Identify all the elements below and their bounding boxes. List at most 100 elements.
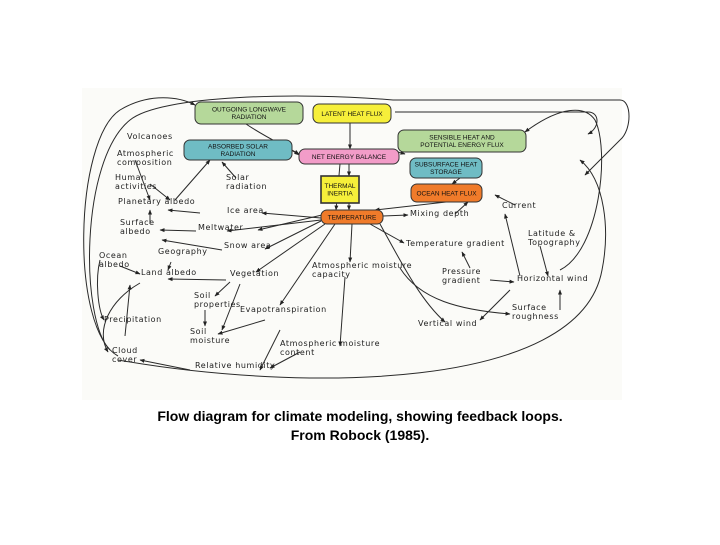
- connector-arrow: [399, 267, 511, 316]
- connector-arrow: [489, 279, 515, 284]
- label-human-activities: Human: [115, 173, 147, 182]
- connector-arrow: [454, 201, 469, 215]
- connector-arrow: [269, 351, 301, 369]
- label-vertical-wind: Vertical wind: [418, 319, 477, 328]
- connector-arrow: [479, 289, 511, 321]
- label-surface-roughness: Surface: [512, 303, 547, 312]
- connector-arrow: [374, 201, 447, 212]
- box-label: RADIATION: [221, 151, 256, 158]
- connector-arrow: [451, 177, 461, 185]
- connector-arrow: [382, 213, 409, 218]
- label-volcanoes: Volcanoes: [127, 132, 173, 141]
- box-label: OCEAN HEAT FLUX: [416, 190, 477, 197]
- connector-arrow: [494, 194, 516, 206]
- connector-arrow: [167, 208, 201, 214]
- label-evapotranspiration: Evapotranspiration: [240, 305, 327, 314]
- box-shape: [298, 148, 400, 165]
- connector-arrow: [159, 228, 197, 233]
- label-ocean-albedo: Ocean: [99, 251, 128, 260]
- label-human-activities: activities: [115, 182, 157, 191]
- box-shape: [320, 175, 360, 204]
- label-precipitation: Precipitation: [104, 315, 162, 324]
- label-vegetation: Vegetation: [230, 269, 279, 278]
- label-surface-albedo: albedo: [120, 227, 151, 236]
- label-solar-radiation: radiation: [226, 182, 267, 191]
- label-cloud-cover: cover: [112, 355, 137, 364]
- box-label: LATENT HEAT FLUX: [321, 111, 383, 118]
- figure-caption-line2: From Robock (1985).: [290, 427, 430, 443]
- box-shape: [409, 157, 483, 179]
- connector-arrow: [504, 213, 521, 277]
- label-current: Current: [502, 201, 536, 210]
- label-geography: Geography: [158, 247, 208, 256]
- label-surface-albedo: Surface: [120, 218, 155, 227]
- box-ocean-heat: OCEAN HEAT FLUX: [410, 183, 483, 203]
- figure-caption-line1: Flow diagram for climate modeling, showi…: [157, 408, 563, 424]
- box-label: SENSIBLE HEAT AND: [429, 135, 495, 142]
- label-atm-moisture-capacity: Atmospheric moisture: [312, 261, 412, 270]
- label-land-albedo: Land albedo: [141, 268, 197, 277]
- connector-arrow: [124, 284, 132, 337]
- box-shape: [312, 103, 392, 124]
- label-cloud-cover: Cloud: [112, 346, 138, 355]
- box-label: INERTIA: [327, 191, 353, 198]
- box-shape: [183, 139, 293, 161]
- connector-arrow: [524, 109, 603, 271]
- connector-arrow: [226, 219, 322, 233]
- label-latitude-topography: Topography: [527, 238, 581, 247]
- label-temperature-gradient: Temperature gradient: [405, 239, 505, 248]
- box-label: THERMAL: [324, 183, 355, 190]
- connector-arrow: [167, 277, 227, 282]
- connector-arrow: [461, 251, 471, 269]
- box-label: RADIATION: [232, 114, 267, 121]
- connector-arrow: [397, 150, 406, 155]
- connector-arrow: [139, 358, 191, 371]
- label-surface-roughness: roughness: [512, 312, 559, 321]
- connector-arrow: [217, 319, 266, 335]
- box-shape: [320, 209, 384, 225]
- box-shape: [410, 183, 483, 203]
- connector-arrow: [259, 329, 281, 371]
- label-atm-composition: composition: [117, 158, 172, 167]
- connector-arrow: [174, 159, 211, 201]
- label-snow-area: Snow area: [224, 241, 271, 250]
- connector-arrow: [96, 259, 105, 321]
- label-latitude-topography: Latitude &: [528, 229, 576, 238]
- connector-arrow: [338, 276, 346, 347]
- connector-arrow: [539, 245, 549, 277]
- connector-arrow: [379, 223, 446, 323]
- connector-arrow: [369, 223, 405, 244]
- box-label: POTENTIAL ENERGY FLUX: [420, 142, 504, 149]
- label-pressure-gradient: Pressure: [442, 267, 481, 276]
- connector-arrow: [264, 220, 322, 250]
- connector-arrow: [134, 159, 151, 201]
- connector-arrow: [167, 261, 172, 271]
- box-label: NET ENERGY BALANCE: [312, 154, 387, 161]
- connector-arrow: [395, 111, 598, 135]
- label-planetary-albedo: Planetary albedo: [118, 197, 195, 206]
- box-label: OUTGOING LONGWAVE: [212, 107, 287, 114]
- label-atm-moisture-content: content: [280, 348, 315, 357]
- connector-arrow: [291, 149, 300, 155]
- connector-arrow: [214, 281, 231, 297]
- connector-arrow: [257, 214, 323, 231]
- connector-arrow: [255, 223, 326, 273]
- connector-arrow: [117, 159, 606, 379]
- label-soil-properties: properties: [194, 300, 241, 309]
- box-latent-heat: LATENT HEAT FLUX: [312, 103, 392, 124]
- label-ocean-albedo: albedo: [99, 260, 130, 269]
- connector-arrow: [83, 97, 196, 357]
- connector-arrow: [149, 183, 171, 201]
- label-soil-moisture: Soil: [190, 327, 207, 336]
- box-label: ABSORBED SOLAR: [208, 144, 268, 151]
- box-label: TEMPERATURE: [328, 214, 377, 221]
- label-ice-area: Ice area: [227, 206, 264, 215]
- label-mixing-depth: Mixing depth: [410, 209, 469, 218]
- connector-arrow: [89, 95, 630, 351]
